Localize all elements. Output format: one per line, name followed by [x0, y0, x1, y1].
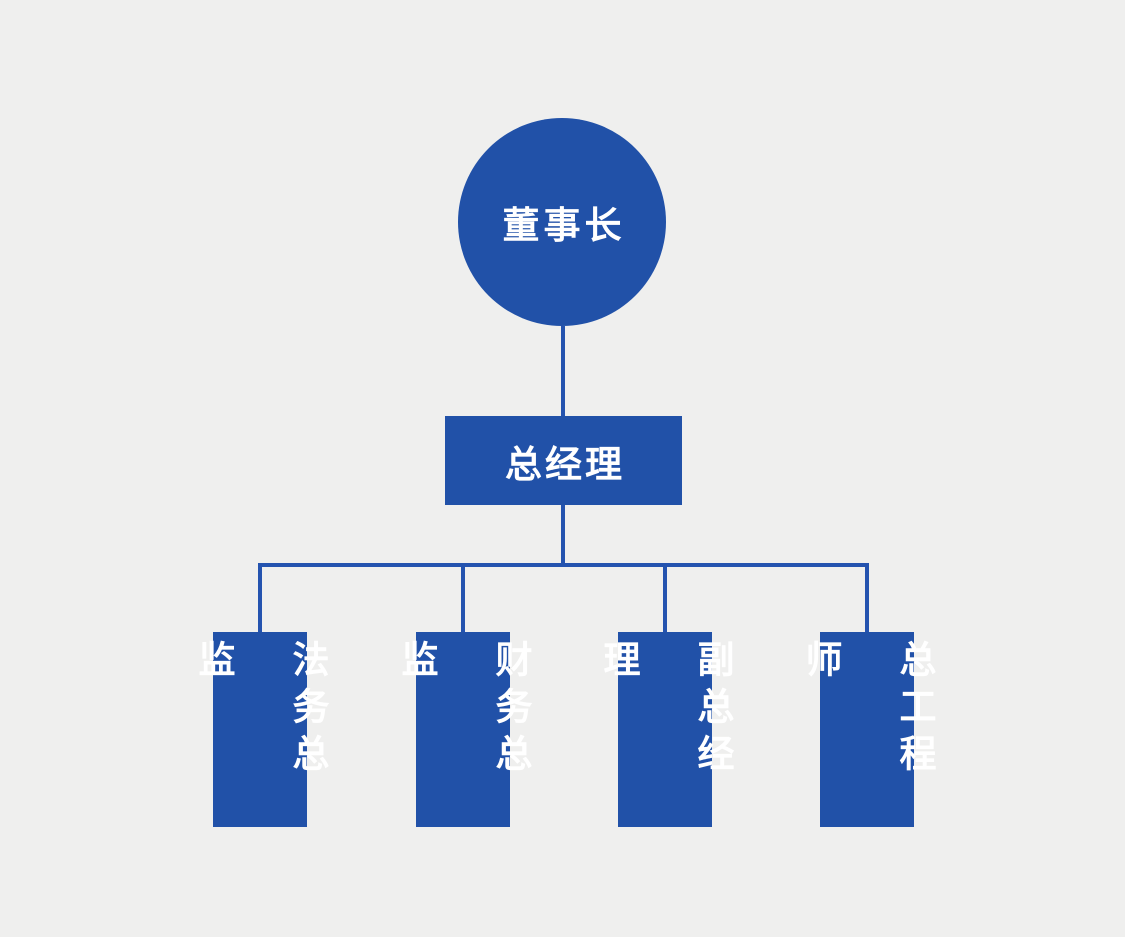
node-general-manager[interactable]: 总经理: [445, 416, 682, 505]
connector-drop-finance-director: [461, 563, 465, 633]
node-finance-director[interactable]: 财务总监: [396, 632, 531, 827]
node-chairman-label: 董事长: [502, 205, 626, 246]
node-general-manager-label: 总经理: [505, 443, 625, 485]
node-deputy-general-manager[interactable]: 副总经理: [598, 632, 733, 827]
node-chairman[interactable]: 董事长: [458, 118, 666, 326]
node-chief-engineer[interactable]: 总工程师: [800, 632, 935, 827]
connector-chairman-to-gm: [561, 326, 565, 416]
connector-drop-chief-engineer: [865, 563, 869, 633]
node-finance-director-label: 财务总监: [396, 640, 531, 781]
connector-drop-legal-director: [258, 563, 262, 633]
node-legal-director-label: 法务总监: [193, 640, 328, 781]
node-chief-engineer-label: 总工程师: [800, 640, 935, 781]
connector-horizontal-bus: [258, 563, 869, 567]
connector-gm-to-bus: [561, 505, 565, 567]
connector-drop-deputy-gm: [663, 563, 667, 633]
node-deputy-general-manager-label: 副总经理: [598, 640, 733, 781]
node-legal-director[interactable]: 法务总监: [193, 632, 328, 827]
